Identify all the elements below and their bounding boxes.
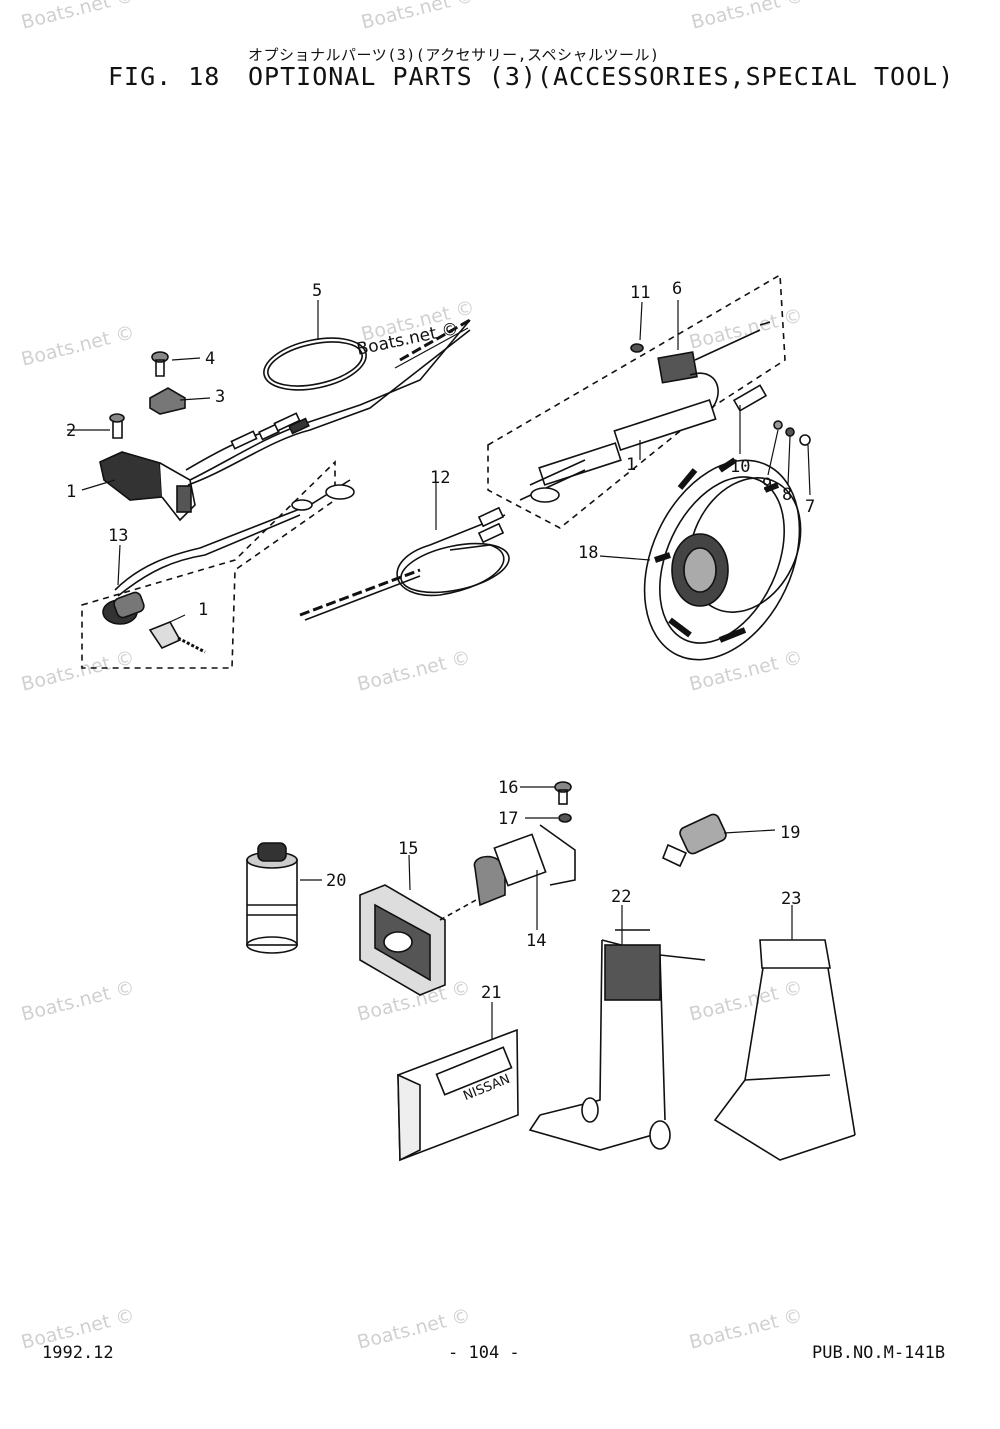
callout-19: 19	[780, 823, 800, 843]
callout-2: 2	[66, 421, 76, 441]
part-screw-2	[109, 413, 125, 439]
part-junction-6	[657, 351, 698, 384]
callout-9: 9	[762, 475, 772, 495]
japanese-title: オプショナルパーツ(3)(アクセサリー,スペシャルツール)	[248, 46, 660, 64]
part-wire-loop-5	[263, 337, 367, 391]
callout-14: 14	[526, 931, 546, 951]
callout-17: 17	[498, 809, 518, 829]
callout-18: 18	[578, 543, 598, 563]
footer-date: 1992.12	[42, 1343, 114, 1363]
callout-20: 20	[326, 871, 346, 891]
part-spray-can-20	[246, 842, 298, 954]
footer-page-number: - 104 -	[448, 1343, 520, 1363]
part-cart-22	[528, 929, 706, 1151]
title-text: OPTIONAL PARTS (3)(ACCESSORIES,SPECIAL T…	[248, 62, 955, 91]
callout-5: 5	[312, 281, 322, 301]
callout-10: 10	[730, 457, 750, 477]
part-adapter-19	[661, 813, 727, 868]
part-screw-4	[151, 351, 169, 377]
part-kill-switch-13	[102, 591, 145, 625]
part-stand-23	[713, 939, 856, 1161]
part-handle-14	[473, 824, 576, 907]
part-tube-1	[613, 399, 717, 451]
footer-pub-no: PUB.NO.M-141B	[812, 1343, 946, 1363]
part-washer-17	[558, 813, 572, 823]
callout-4: 4	[205, 349, 215, 369]
figure-title: FIG. 18 OPTIONAL PARTS (3)(ACCESSORIES,SP…	[108, 62, 953, 91]
callout-21: 21	[481, 983, 501, 1003]
callout-6: 6	[672, 279, 682, 299]
callout-1: 1	[626, 455, 636, 475]
boatsnet-label: Boats.net ©	[355, 319, 461, 360]
callout-13: 13	[108, 526, 128, 546]
callouts	[67, 300, 811, 1040]
callout-7: 7	[805, 497, 815, 517]
callout-12: 12	[430, 468, 450, 488]
fig-label: FIG. 18	[108, 62, 221, 91]
callout-11: 11	[630, 283, 650, 303]
part-screw-16	[554, 781, 572, 805]
callout-1: 1	[66, 482, 76, 502]
callout-8: 8	[782, 485, 792, 505]
part-plate-15	[359, 884, 446, 996]
part-switch-body	[99, 451, 196, 522]
callout-23: 23	[781, 889, 801, 909]
callout-22: 22	[611, 887, 631, 907]
callout-1: 1	[198, 600, 208, 620]
callout-3: 3	[215, 387, 225, 407]
part-cover-21: NISSAN	[397, 1028, 519, 1162]
part-reel-18	[643, 457, 802, 661]
part-clamp-3	[149, 387, 186, 415]
dashed-group-box	[81, 460, 336, 669]
callout-16: 16	[498, 778, 518, 798]
part-harness-12	[396, 514, 506, 597]
part-hardware-7-10	[773, 420, 811, 446]
callout-15: 15	[398, 839, 418, 859]
